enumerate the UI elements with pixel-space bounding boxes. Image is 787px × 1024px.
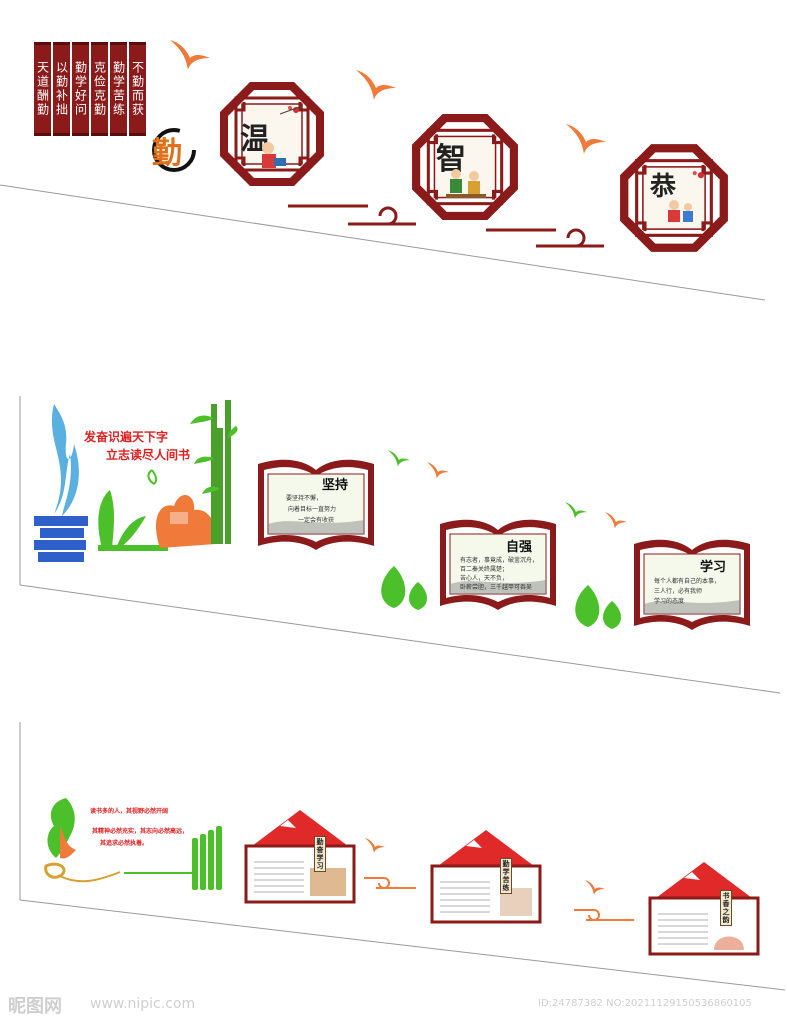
bush-icon (381, 566, 427, 610)
frame-character: 恭 (650, 172, 677, 202)
open-book-frame (634, 539, 750, 630)
house-title: 书香之韵 (720, 890, 732, 926)
house-title: 勤奋学习 (314, 836, 326, 872)
swallow-icon (427, 462, 449, 479)
book-text-line: 苦心人，天不负， (460, 575, 509, 582)
cloud-swirl-icon (486, 228, 604, 248)
cloud-swirl-icon (288, 204, 416, 226)
octagon-frame (220, 82, 324, 186)
cloud-swirl-icon (364, 877, 416, 889)
watermark-id: ID:24787382 NO:20211129150536860105 (538, 998, 752, 1009)
swallow-icon (566, 124, 606, 154)
swallow-icon (170, 40, 210, 70)
child-reading-icon (262, 142, 286, 168)
couplet-scroll: 天道酬勤 (34, 42, 51, 136)
slogan-line: 立志读尽人间书 (106, 448, 191, 462)
house-title: 勤学苦练 (500, 858, 512, 894)
cloud-swirl-icon (574, 909, 634, 921)
book-text-line: 一定会有收获 (298, 517, 335, 524)
seal-character: 勤 (152, 136, 182, 171)
book-title: 坚持 (322, 478, 349, 493)
octagon-frame (620, 144, 728, 252)
house-panel (244, 810, 356, 904)
couplet-scroll: 勤学苦练 (110, 42, 127, 136)
open-book-frame (258, 459, 374, 550)
book-title: 自强 (506, 540, 533, 555)
book-text-line: 向着目标一直努力 (288, 506, 337, 513)
octagon-frame (412, 114, 518, 220)
quote-line: 读书多的人，其视野必然开阔 (90, 808, 169, 815)
couplet-scroll: 勤学好问 (72, 42, 89, 136)
couplet-scroll: 克俭克勤 (91, 42, 108, 136)
ink-circle-icon (152, 128, 196, 172)
swallow-icon (565, 502, 587, 519)
book-text-line: 三人行，必有我师 (654, 588, 703, 595)
book-text-line: 学习的态度 (654, 598, 685, 605)
swallow-icon (365, 838, 385, 853)
book-title: 学习 (700, 560, 727, 575)
swallow-icon (388, 450, 410, 467)
watermark-logo: 昵图网 (8, 996, 62, 1017)
two-children-icon (446, 169, 486, 198)
bush-icon (575, 585, 621, 629)
flame-book-stack-icon (34, 404, 88, 562)
scholar-bamboo-scroll-icon (44, 798, 222, 890)
slogan-line: 发奋识遍天下字 (84, 430, 169, 444)
house-panel (430, 830, 542, 924)
couplet-scroll: 以勤补拙 (53, 42, 70, 136)
book-text-line: 卧薪尝胆，三千越甲可吞吴 (460, 584, 533, 591)
quote-line: 其精神必然充实，其志向必然高远， (92, 828, 189, 835)
book-text-line: 要坚持不懈， (286, 495, 323, 502)
book-text-line: 每个人都有自己的本事， (654, 578, 721, 585)
house-panel (648, 862, 760, 956)
frame-character: 智 (436, 142, 466, 177)
swallow-icon (585, 880, 605, 895)
book-text-line: 有志者，事竟成，破釜沉舟， (460, 557, 539, 564)
book-text-line: 百二秦关终属楚； (460, 566, 509, 573)
watermark-url: www.nipic.com (90, 996, 196, 1012)
open-book-frame (440, 519, 556, 610)
couplet-scroll: 不勤而获 (129, 42, 146, 136)
bowing-child-icon (668, 200, 693, 222)
swallow-icon (356, 70, 396, 100)
reading-children-bamboo-icon (98, 400, 238, 551)
quote-line: 其追求必然执着。 (100, 840, 149, 847)
swallow-icon (605, 512, 627, 529)
